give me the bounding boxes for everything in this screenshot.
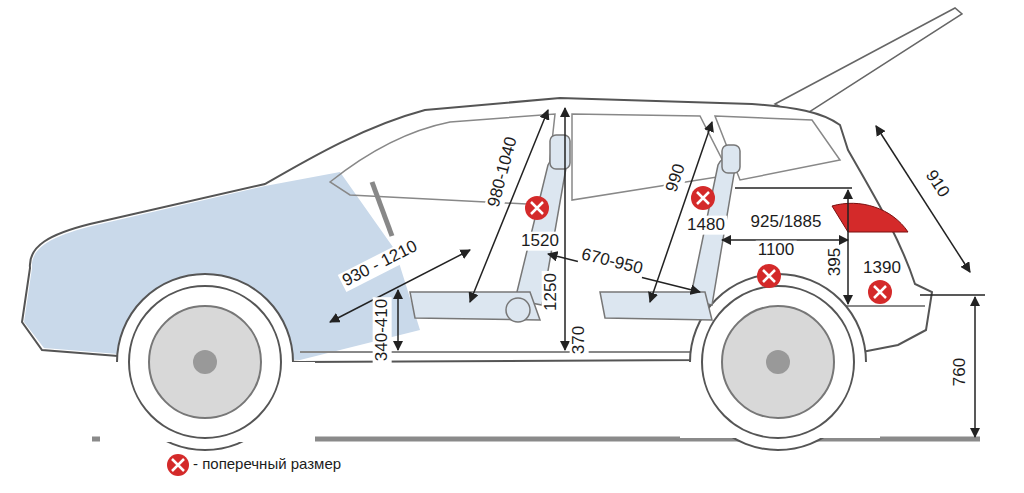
cross-marker <box>868 280 892 304</box>
wheel <box>129 286 281 438</box>
dimension-label: 925/1885 <box>749 213 824 232</box>
dimension-label: 1390 <box>861 259 903 278</box>
dimension-label: 1100 <box>756 241 797 260</box>
dimension-label: 990 <box>662 160 690 197</box>
dimension-label: 395 <box>826 246 845 278</box>
dimension-label: 340-410 <box>373 297 392 363</box>
dimension-label: 760 <box>951 356 970 388</box>
dimension-label: 1520 <box>519 232 561 251</box>
taillight <box>832 203 908 232</box>
rear-seat <box>600 145 740 320</box>
dimension-label: 910 <box>920 165 953 202</box>
cross-marker <box>691 186 715 210</box>
dimension-label: 980-1040 <box>484 133 522 211</box>
front-window <box>330 114 555 205</box>
dimension-label: 670-950 <box>578 245 647 279</box>
wheel <box>702 286 854 438</box>
cross-marker <box>525 196 549 220</box>
legend-symbol <box>167 454 189 476</box>
cross-marker <box>757 264 781 288</box>
floor <box>300 351 700 353</box>
steering-wheel <box>372 182 392 236</box>
dimension-label: 1250 <box>542 271 561 313</box>
legend-text: - поперечный размер <box>193 456 341 473</box>
dimension-label: 1480 <box>685 216 727 235</box>
dimension-label: 930 - 1210 <box>338 236 422 291</box>
front-seat <box>410 135 570 322</box>
dimension-lines <box>330 108 985 437</box>
tailgate <box>775 8 962 118</box>
dimension-label: 370 <box>570 324 589 356</box>
quarter-window <box>715 116 840 180</box>
